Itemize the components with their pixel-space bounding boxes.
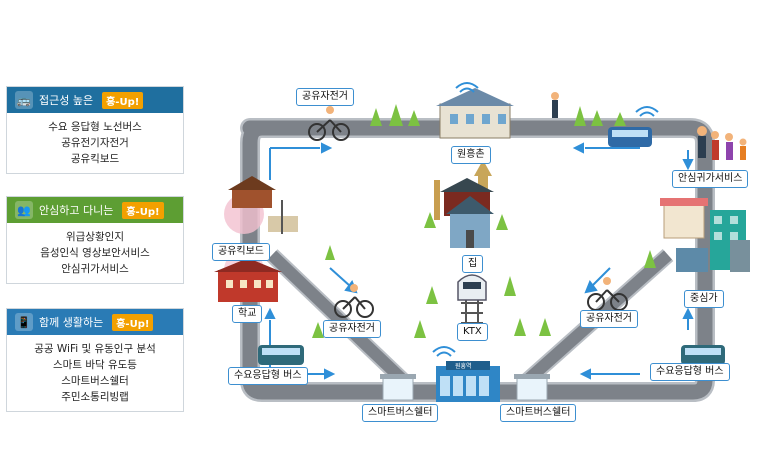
panel-community: 📱 함께 생활하는 홍-Up! 공공 WiFi 및 유동인구 분석 스마트 바닥… (6, 308, 184, 412)
trees (312, 104, 656, 338)
ktx-train (457, 274, 487, 336)
list-item: 안심귀가서비스 (61, 263, 129, 275)
list-item: 스마트 바닥 유도등 (53, 359, 137, 371)
panel-community-header: 📱 함께 생활하는 홍-Up! (7, 309, 183, 335)
label-wonheungchon: 원흥촌 (451, 146, 491, 164)
list-item: 공유전기자전거 (61, 137, 129, 149)
label-shelter-right: 스마트버스쉘터 (500, 404, 577, 422)
bus-icon (258, 127, 725, 365)
panel-accessibility-badge: 홍-Up! (102, 91, 144, 109)
cyclist-icon (308, 106, 628, 318)
list-item: 수요 응답형 노선버스 (48, 121, 142, 133)
label-ktx: KTX (457, 323, 488, 341)
panel-safety-header: 👥 안심하고 다니는 홍-Up! (7, 197, 183, 223)
panel-safety-title: 안심하고 다니는 (39, 204, 114, 217)
panel-community-title: 함께 생활하는 (39, 316, 104, 329)
panel-safety-badge: 홍-Up! (122, 201, 164, 219)
list-item: 스마트버스쉘터 (61, 375, 129, 387)
label-bike-right: 공유자전거 (580, 310, 638, 328)
label-kickboard: 공유킥보드 (212, 243, 270, 261)
bus-shelter-icon (380, 374, 550, 401)
label-drt-right: 수요응답형 버스 (650, 363, 730, 381)
list-item: 음성인식 영상보안서비스 (40, 247, 150, 259)
label-bike-top: 공유자전거 (296, 88, 354, 106)
wifi-icon (432, 82, 659, 357)
people-icon: 👥 (15, 201, 33, 219)
panel-community-list: 공공 WiFi 및 유동인구 분석 스마트 바닥 유도등 스마트버스쉘터 주민소… (7, 335, 183, 411)
list-item: 공공 WiFi 및 유동인구 분석 (34, 343, 156, 355)
village-houses (436, 88, 514, 139)
panel-accessibility-header: 🚌 접근성 높은 홍-Up! (7, 87, 183, 113)
bus-icon: 🚌 (15, 91, 33, 109)
label-bike-left: 공유자전거 (323, 320, 381, 338)
label-shelter-left: 스마트버스쉘터 (362, 404, 439, 422)
label-safe-return: 안심귀가서비스 (672, 170, 749, 188)
people-icon (551, 92, 747, 160)
label-drt-left: 수요응답형 버스 (228, 367, 308, 385)
list-item: 주민소통리빙랩 (61, 391, 129, 403)
list-item: 위급상황인지 (66, 231, 124, 243)
panel-accessibility-title: 접근성 높은 (39, 94, 94, 107)
list-item: 공유킥보드 (70, 153, 120, 165)
panel-accessibility-list: 수요 응답형 노선버스 공유전기자전거 공유킥보드 (7, 113, 183, 173)
phone-icon: 📱 (15, 313, 33, 331)
home-landmarks (424, 160, 508, 248)
panel-accessibility: 🚌 접근성 높은 홍-Up! 수요 응답형 노선버스 공유전기자전거 공유킥보드 (6, 86, 184, 174)
downtown-buildings (660, 198, 750, 272)
station-building (436, 361, 500, 402)
label-school: 학교 (232, 305, 263, 323)
panel-safety: 👥 안심하고 다니는 홍-Up! 위급상황인지 음성인식 영상보안서비스 안심귀… (6, 196, 184, 284)
station-sign: 원흥역 (455, 363, 472, 370)
label-center: 중심가 (684, 290, 724, 308)
panel-community-badge: 홍-Up! (112, 313, 154, 331)
panel-safety-list: 위급상황인지 음성인식 영상보안서비스 안심귀가서비스 (7, 223, 183, 283)
kickboard-plaza (224, 176, 298, 234)
label-home: 집 (462, 255, 484, 273)
